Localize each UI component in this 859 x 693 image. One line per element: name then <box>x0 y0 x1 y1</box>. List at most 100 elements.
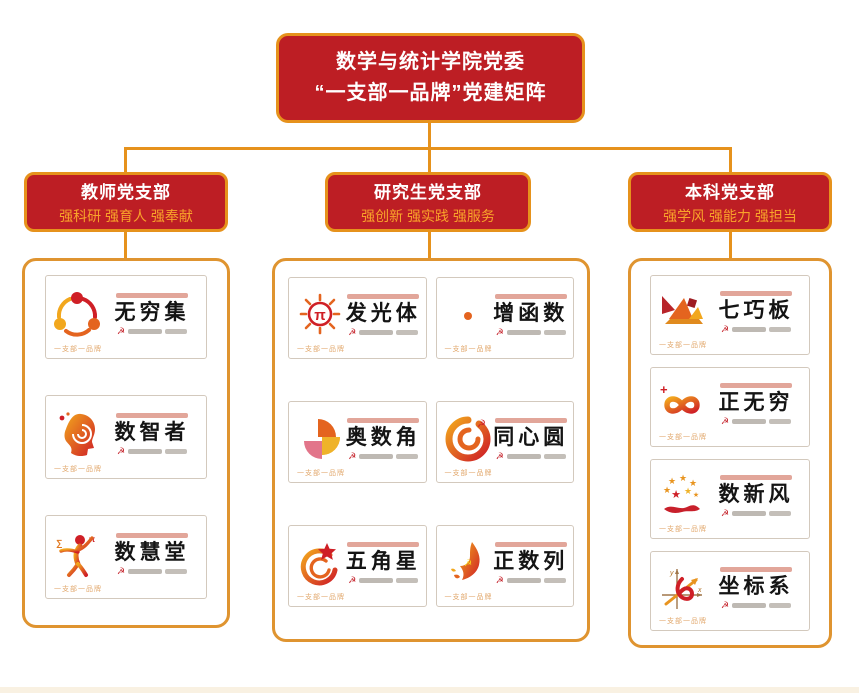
party-emblem-icon: ☭ <box>720 507 730 518</box>
brand-card: +正无穷☭一支部一品牌 <box>650 367 810 447</box>
brand-title: 发光体 <box>345 301 421 325</box>
affiliation-blur <box>732 418 767 424</box>
affiliation-blur <box>506 329 541 335</box>
brand-card: ☭正数列☭一支部一品牌 <box>435 525 574 607</box>
card-affiliation-line: ☭ <box>721 600 792 610</box>
affiliation-blur <box>128 568 163 574</box>
brand-card: ∑ π 数慧堂☭ 一支部一品牌 <box>45 515 207 599</box>
branch-node-teachers: 教师党支部 强科研 强育人 强奉献 <box>24 172 228 232</box>
brand-card-text: 五角星☭ <box>345 541 422 585</box>
positive-sequence-logo: ☭ <box>443 538 493 588</box>
affiliation-blur <box>543 329 566 335</box>
affiliation-blur <box>543 577 566 583</box>
brand-card: 奥数角☭一支部一品牌 <box>288 401 427 483</box>
affiliation-blur <box>506 577 541 583</box>
brand-title: 增函数 <box>493 301 569 325</box>
card-watermark: 一支部一品牌 <box>54 586 102 593</box>
branch-title: 教师党支部 <box>81 183 171 202</box>
card-affiliation-line: ☭ <box>348 574 419 585</box>
affiliation-blur <box>165 448 188 454</box>
affiliation-blur <box>732 510 767 516</box>
brand-card: 五角星☭ 一支部一品牌 <box>288 525 427 607</box>
brand-group-graduate: π 发光体☭一支部一品牌 增函数☭一支部一品牌 奥数角☭一支部一品牌 ☭同心圆☭… <box>272 258 590 642</box>
brand-title: 五角星 <box>345 549 421 573</box>
party-emblem-icon: ☭ <box>116 325 126 336</box>
card-affiliation-line: ☭ <box>348 450 419 461</box>
party-emblem-icon: ☭ <box>348 574 357 585</box>
card-tagline-blur <box>494 417 567 423</box>
svg-text:★: ★ <box>679 473 687 483</box>
brand-card-text: 奥数角☭ <box>345 417 422 461</box>
brand-card: y x 坐标系 ☭ 一支部一品牌 <box>650 551 810 631</box>
svg-text:+: + <box>660 382 668 397</box>
svg-text:★: ★ <box>689 478 697 488</box>
brand-group-teachers: 无穷集☭一支部一品牌 数智者☭一支部一品牌 ∑ π 数慧堂☭一支部一品牌 <box>22 258 230 628</box>
affiliation-blur <box>769 418 792 424</box>
infinity-set-logo <box>52 289 102 339</box>
card-affiliation-line: ☭ <box>721 324 792 334</box>
affiliation-blur <box>165 568 188 574</box>
svg-text:☭: ☭ <box>477 419 486 430</box>
card-watermark: 一支部一品牌 <box>659 618 707 625</box>
card-affiliation-line: ☭ <box>720 507 792 518</box>
brand-card: π 发光体☭一支部一品牌 <box>288 277 427 359</box>
connector-line <box>729 230 732 260</box>
svg-text:★: ★ <box>684 486 692 496</box>
svg-text:π: π <box>314 307 326 324</box>
affiliation-blur <box>396 329 419 335</box>
connector-line <box>124 230 127 260</box>
affiliation-blur <box>769 326 792 332</box>
card-affiliation-line: ☭ <box>348 327 419 337</box>
brand-title: 正数列 <box>493 549 569 573</box>
affiliation-blur <box>165 328 188 334</box>
svg-text:★: ★ <box>693 491 699 499</box>
coordinate-system-logo: y x <box>657 563 707 613</box>
card-tagline-blur <box>347 541 420 547</box>
brand-card: 数智者☭一支部一品牌 <box>45 395 207 479</box>
card-tagline-blur <box>494 293 567 299</box>
party-emblem-icon: ☭ <box>348 450 357 461</box>
party-emblem-icon: ☭ <box>116 565 126 576</box>
brand-card: 无穷集☭一支部一品牌 <box>45 275 207 359</box>
card-tagline-blur <box>116 412 188 418</box>
affiliation-blur <box>359 329 394 335</box>
card-watermark: 一支部一品牌 <box>444 346 493 353</box>
card-tagline-blur <box>116 292 188 298</box>
affiliation-blur <box>732 602 767 608</box>
party-emblem-icon: ☭ <box>720 415 730 426</box>
brand-card-text: 同心圆☭ <box>493 417 570 461</box>
svg-text:★: ★ <box>668 476 676 486</box>
svg-text:∑: ∑ <box>56 538 62 548</box>
positive-infinity-logo: + <box>657 379 707 429</box>
party-emblem-icon: ☭ <box>495 326 504 337</box>
brand-title: 数智者 <box>114 420 190 444</box>
brand-card: ☭同心圆☭一支部一品牌 <box>435 401 574 483</box>
bottom-edge-strip <box>0 687 859 693</box>
brand-card-text: 数慧堂☭ <box>102 532 202 576</box>
affiliation-blur <box>732 326 767 332</box>
brand-card-text: 数新风☭ <box>707 474 805 518</box>
svg-text:★: ★ <box>663 485 671 495</box>
brand-title: 数慧堂 <box>114 540 190 564</box>
card-watermark: 一支部一品牌 <box>297 594 345 601</box>
card-affiliation-line: ☭ <box>116 325 188 336</box>
card-watermark: 一支部一品牌 <box>659 434 707 441</box>
wisdom-hall-logo: ∑ π <box>52 529 102 579</box>
card-affiliation-line: ☭ <box>496 451 566 461</box>
card-watermark: 一支部一品牌 <box>54 466 102 473</box>
affiliation-blur <box>396 577 419 583</box>
brand-card: 增函数☭ 一支部一品牌 <box>435 277 574 359</box>
brand-card-text: 七巧板☭ <box>707 290 805 334</box>
wise-head-logo <box>52 409 102 459</box>
increasing-function-logo <box>443 290 493 340</box>
card-tagline-blur <box>720 382 792 388</box>
brand-title: 坐标系 <box>718 574 794 598</box>
card-tagline-blur <box>720 566 792 572</box>
affiliation-blur <box>359 577 394 583</box>
branch-title: 研究生党支部 <box>374 183 482 202</box>
root-node: 数学与统计学院党委 “一支部一品牌”党建矩阵 <box>276 33 585 123</box>
affiliation-blur <box>359 453 394 459</box>
root-title-line2: “一支部一品牌”党建矩阵 <box>314 82 547 104</box>
branch-slogan: 强科研 强育人 强奉献 <box>59 208 193 224</box>
